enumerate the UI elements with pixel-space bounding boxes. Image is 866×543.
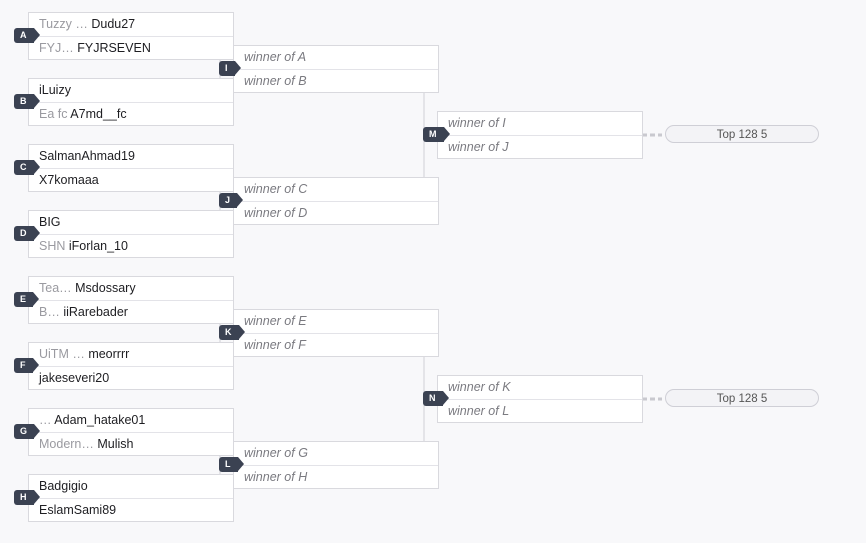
match-b-player-2[interactable]: Ea fc A7md__fc [29,102,233,126]
match-k-slot-1[interactable]: winner of E [244,314,307,328]
match-i-slot-1[interactable]: winner of A [244,50,307,64]
match-g-badge[interactable]: G [14,424,41,439]
match-e: Tea… Msdossary B… iiRarebader [28,276,234,324]
player-name: iLuizy [39,83,71,97]
match-n: winner of K winner of L [437,375,643,423]
player-name: X7komaaa [39,173,99,187]
match-l-badge[interactable]: L [219,457,243,472]
match-f-player-2[interactable]: jakeseveri20 [29,366,233,390]
team-tag: Ea fc [39,107,68,121]
match-k-slot-2[interactable]: winner of F [234,333,438,357]
match-e-player-1[interactable]: Tea… Msdossary [29,277,233,300]
match-a-badge[interactable]: A [14,28,39,43]
advance-pill-bottom[interactable]: Top 128 5 [665,389,819,407]
team-tag: SHN [39,239,66,253]
match-b-player-1[interactable]: iLuizy [29,79,233,102]
match-j-slot-2[interactable]: winner of D [234,201,438,225]
match-d-badge[interactable]: D [14,226,39,241]
match-d-player-1[interactable]: BIG [29,211,233,234]
match-l-slot-2[interactable]: winner of H [234,465,438,489]
match-h-player-1[interactable]: Badgigio [29,475,233,498]
player-name: SalmanAhmad19 [39,149,135,163]
match-j: winner of C winner of D [233,177,439,225]
match-i-slot-2[interactable]: winner of B [234,69,438,93]
match-n-slot-2[interactable]: winner of L [438,399,642,423]
match-d: BIG SHN iForlan_10 [28,210,234,258]
match-h-badge[interactable]: H [14,490,39,505]
match-g-player-2[interactable]: Modern… Mulish [29,432,233,456]
player-name: jakeseveri20 [39,371,110,385]
match-n-badge[interactable]: N [423,391,448,406]
match-c: SalmanAhmad19 X7komaaa [28,144,234,192]
match-j-slot-1[interactable]: winner of C [244,182,308,196]
player-name: Dudu27 [91,17,136,31]
match-m-slot-1[interactable]: winner of I [448,116,506,130]
match-h: Badgigio EslamSami89 [28,474,234,522]
match-g: … Adam_hatake01 Modern… Mulish [28,408,234,456]
match-a: Tuzzy … Dudu27 FYJ… FYJRSEVEN [28,12,234,60]
match-i-badge[interactable]: I [219,61,240,76]
match-b-badge[interactable]: B [14,94,39,109]
team-tag: UiTM … [39,347,85,361]
match-f: UiTM … meorrrr jakeseveri20 [28,342,234,390]
match-a-player-2[interactable]: FYJ… FYJRSEVEN [29,36,233,60]
team-tag: … [39,413,52,427]
team-tag: Tea… [39,281,72,295]
player-name: Adam_hatake01 [54,413,146,427]
team-tag: FYJ… [39,41,74,55]
team-tag: Tuzzy … [39,17,88,31]
match-n-slot-1[interactable]: winner of K [448,380,511,394]
match-c-badge[interactable]: C [14,160,39,175]
player-name: Mulish [97,437,134,451]
match-g-player-1[interactable]: … Adam_hatake01 [29,409,233,432]
match-d-player-2[interactable]: SHN iForlan_10 [29,234,233,258]
player-name: A7md__fc [70,107,127,121]
match-f-badge[interactable]: F [14,358,38,373]
player-name: Msdossary [75,281,136,295]
match-k-badge[interactable]: K [219,325,244,340]
match-i: winner of A winner of B [233,45,439,93]
player-name: iiRarebader [63,305,128,319]
match-m-slot-2[interactable]: winner of J [438,135,642,159]
match-m-badge[interactable]: M [423,127,449,142]
match-m: winner of I winner of J [437,111,643,159]
match-j-badge[interactable]: J [219,193,244,208]
match-e-player-2[interactable]: B… iiRarebader [29,300,233,324]
player-name: FYJRSEVEN [77,41,151,55]
match-c-player-2[interactable]: X7komaaa [29,168,233,192]
player-name: EslamSami89 [39,503,117,517]
match-f-player-1[interactable]: UiTM … meorrrr [29,343,233,366]
advance-pill-top[interactable]: Top 128 5 [665,125,819,143]
match-l-slot-1[interactable]: winner of G [244,446,308,460]
match-l: winner of G winner of H [233,441,439,489]
team-tag: B… [39,305,60,319]
match-e-badge[interactable]: E [14,292,40,307]
team-tag: Modern… [39,437,94,451]
match-k: winner of E winner of F [233,309,439,357]
player-name: iForlan_10 [68,239,128,253]
player-name: meorrrr [88,347,130,361]
match-a-player-1[interactable]: Tuzzy … Dudu27 [29,13,233,36]
match-h-player-2[interactable]: EslamSami89 [29,498,233,522]
player-name: BIG [39,215,61,229]
match-c-player-1[interactable]: SalmanAhmad19 [29,145,233,168]
player-name: Badgigio [39,479,88,493]
match-b: iLuizy Ea fc A7md__fc [28,78,234,126]
